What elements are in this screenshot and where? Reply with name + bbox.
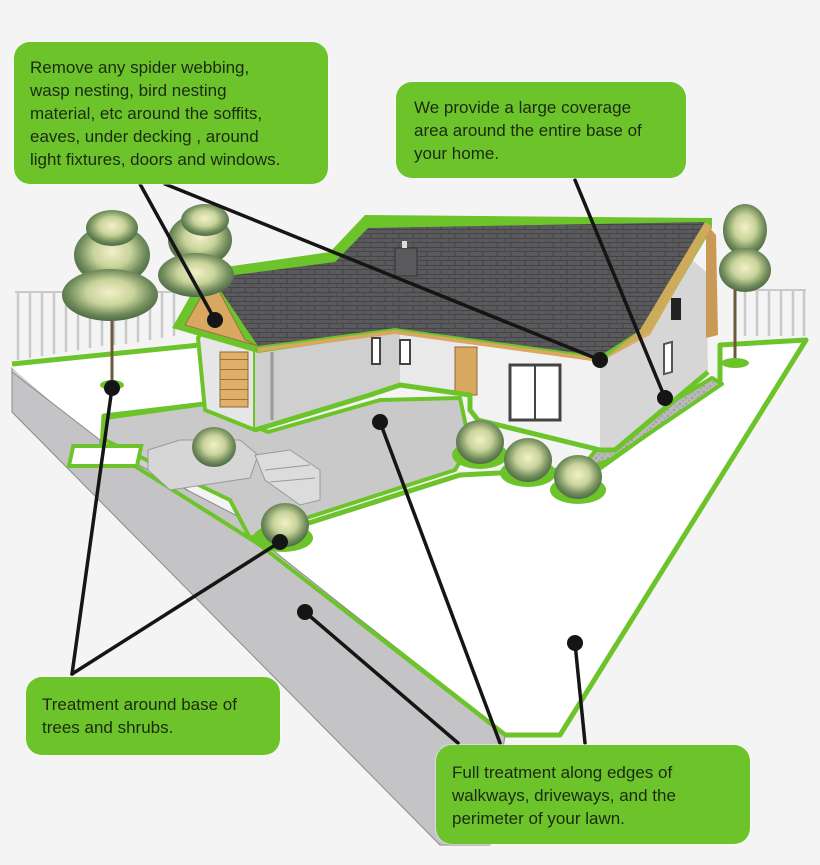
callout-text: Remove any spider webbing, wasp nesting,…: [30, 58, 281, 169]
window: [671, 298, 681, 320]
window: [399, 339, 411, 365]
shrubs: [192, 420, 606, 552]
callout-trees-shrubs: Treatment around base of trees and shrub…: [26, 677, 280, 755]
chimney: [394, 241, 418, 277]
callout-text: We provide a large coverage area around …: [414, 98, 642, 163]
leader-dots: [104, 312, 673, 651]
callout-soffits-eaves: Remove any spider webbing, wasp nesting,…: [14, 42, 328, 184]
leader-lines: [70, 178, 667, 745]
callout-text: Full treatment along edges of walkways, …: [452, 763, 676, 828]
window: [371, 337, 381, 365]
roof: [172, 215, 718, 362]
tree-left-1: [62, 210, 158, 390]
callout-text: Treatment around base of trees and shrub…: [42, 695, 237, 737]
window: [663, 340, 673, 376]
callout-base-coverage: We provide a large coverage area around …: [396, 82, 686, 178]
fence-right: [735, 289, 806, 336]
callout-walkway-edges: Full treatment along edges of walkways, …: [436, 745, 750, 844]
tree-left-2: [158, 204, 234, 297]
front-door: [454, 346, 478, 396]
tree-right: [719, 204, 771, 368]
garage-door: [219, 351, 249, 408]
